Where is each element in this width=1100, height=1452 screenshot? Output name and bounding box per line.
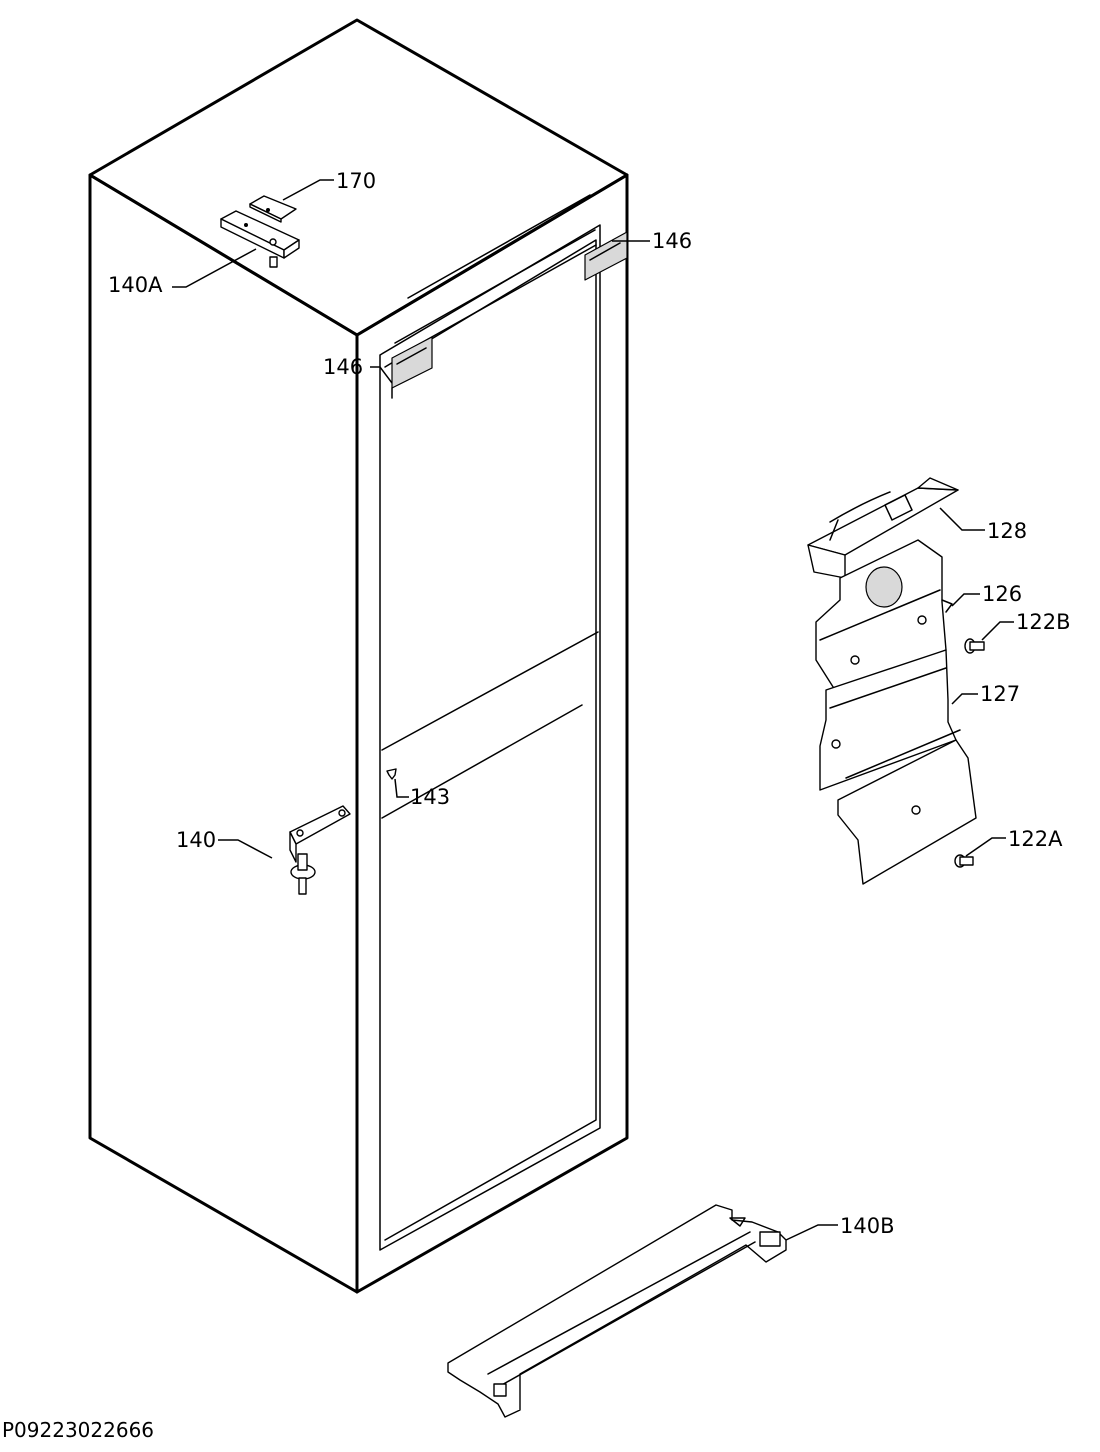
door-divider-upper — [381, 631, 599, 751]
label-170: 170 — [336, 169, 376, 193]
label-122A: 122A — [1008, 827, 1063, 851]
cabinet-right-face — [355, 173, 629, 1294]
part-140-middle-hinge — [289, 805, 351, 895]
leader-140B — [785, 1224, 838, 1241]
label-127: 127 — [980, 682, 1020, 706]
leader-128 — [939, 507, 985, 531]
door-divider-lower — [381, 704, 583, 819]
top-edge-strip-3 — [404, 244, 597, 353]
cabinet-left-face — [88, 173, 359, 1294]
label-140B: 140B — [840, 1214, 895, 1238]
top-edge-strip-2 — [394, 229, 596, 344]
part-170-plate — [249, 195, 297, 223]
part-146-side-cover — [391, 336, 433, 399]
label-128: 128 — [987, 519, 1027, 543]
label-146-side: 146 — [323, 355, 363, 379]
leader-170 — [282, 179, 334, 201]
leader-143 — [394, 778, 409, 798]
leader-146-side — [370, 366, 393, 384]
label-126: 126 — [982, 582, 1022, 606]
leader-122A — [965, 837, 1006, 857]
part-140A-top-hinge — [220, 210, 300, 268]
part-126-upper-bracket — [815, 539, 953, 691]
callout-labels: 170 140A 146 146 128 126 122B 127 143 14… — [108, 169, 1071, 1238]
drawing-code: P09223022666 — [2, 1418, 154, 1442]
leader-122B — [981, 621, 1014, 641]
part-122B-screw — [964, 638, 985, 654]
door-frame-inner — [384, 239, 597, 1241]
part-146-top-cover — [584, 231, 628, 281]
label-122B: 122B — [1016, 610, 1071, 634]
part-143-screw — [386, 768, 397, 780]
label-140A: 140A — [108, 273, 163, 297]
leader-127 — [951, 693, 978, 705]
label-146-top: 146 — [652, 229, 692, 253]
part-122A-screw — [954, 854, 974, 868]
cabinet — [88, 18, 629, 1294]
leader-lines — [172, 179, 1014, 1241]
top-edge-strip-1 — [407, 194, 591, 299]
door-frame-outer — [379, 224, 601, 1251]
part-140B-bottom-rail — [447, 1204, 787, 1418]
label-143: 143 — [410, 785, 450, 809]
leader-140 — [218, 839, 273, 859]
label-140: 140 — [176, 828, 216, 852]
part-127-lower-vent — [819, 649, 977, 885]
leader-126 — [951, 593, 980, 607]
part-128-top-vent — [807, 477, 959, 579]
leader-140A — [172, 248, 257, 288]
